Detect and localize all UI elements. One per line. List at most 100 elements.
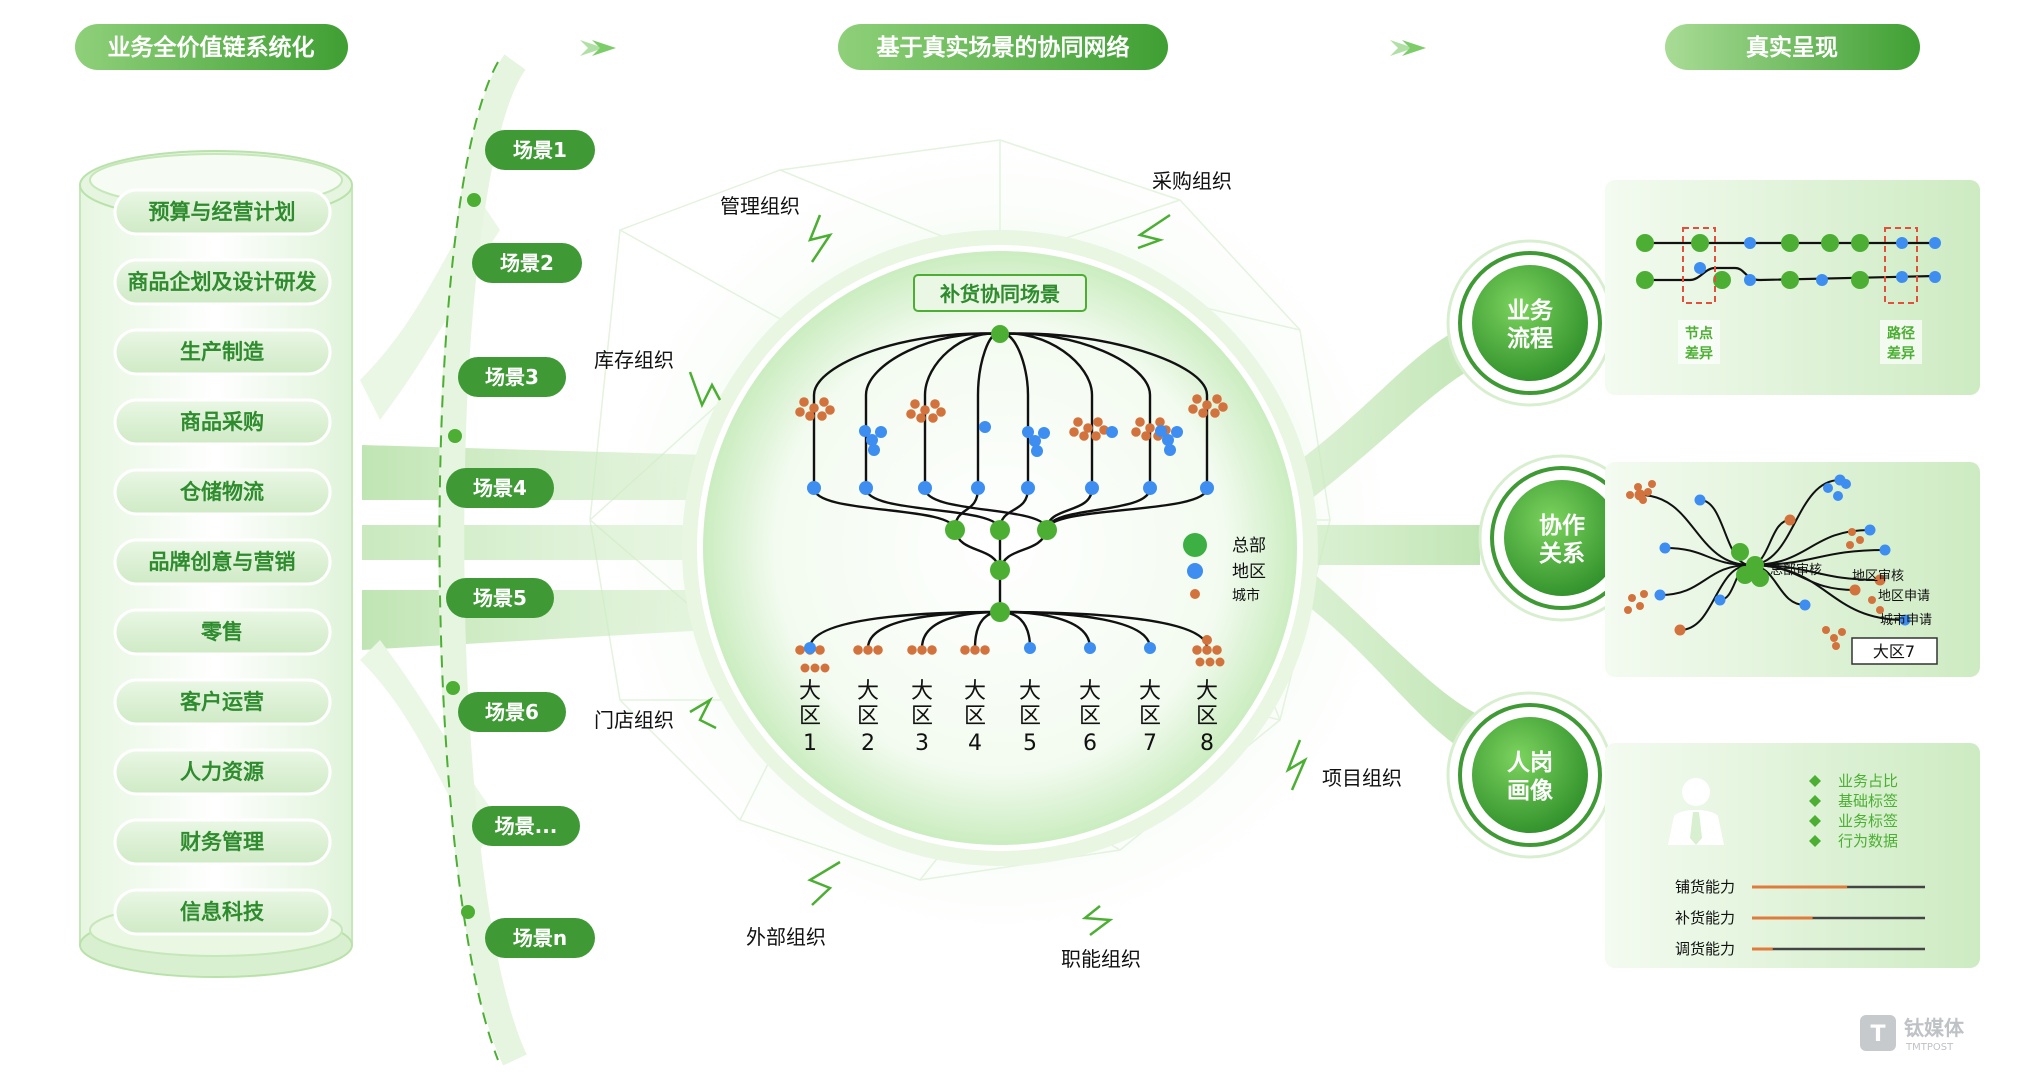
org-label: 门店组织 — [594, 708, 674, 732]
svg-text:大: 大 — [799, 679, 821, 704]
region-node — [918, 481, 932, 495]
svg-text:大: 大 — [1019, 679, 1041, 704]
org-project: 项目组织 — [1285, 739, 1402, 791]
value-chain-label: 商品企划及设计研发 — [128, 270, 318, 294]
region-node — [1084, 642, 1096, 654]
region-label: 大区1 — [799, 679, 821, 756]
region-label: 大区3 — [911, 679, 933, 756]
profile-tag: 行为数据 — [1809, 832, 1898, 850]
city-node — [1832, 642, 1840, 650]
region-node — [1744, 237, 1756, 249]
watermark: T 钛媒体 TMTPOST — [1860, 1015, 1965, 1053]
city-node — [1155, 417, 1165, 427]
svg-text:T: T — [1870, 1022, 1885, 1047]
arc-dot — [467, 193, 481, 207]
city-node — [1192, 394, 1202, 404]
profile-tag-label: 基础标签 — [1838, 792, 1898, 810]
scene-pill[interactable]: 场景4 — [446, 468, 554, 508]
scene-pill[interactable]: 场景5 — [446, 578, 554, 618]
city-node — [930, 399, 940, 409]
svg-text:差异: 差异 — [1685, 345, 1713, 362]
header-left-label: 业务全价值链系统化 — [108, 34, 315, 61]
network-nodes — [795, 325, 1228, 673]
city-node — [1131, 427, 1141, 437]
hq-node — [1751, 569, 1769, 587]
scene-pill[interactable]: 场景2 — [472, 243, 582, 283]
value-chain-item: 品牌创意与营销 — [113, 538, 332, 586]
region-label: 大区7 — [1139, 679, 1161, 756]
city-node — [1083, 423, 1093, 433]
city-node — [1628, 594, 1636, 602]
scene-pill[interactable]: 场景1 — [485, 130, 595, 170]
header-center-label: 基于真实场景的协同网络 — [877, 34, 1130, 61]
svg-text:8: 8 — [1200, 731, 1214, 756]
region-label: 大区2 — [857, 679, 879, 756]
region-node — [875, 426, 887, 438]
scene-label: 场景n — [513, 926, 567, 950]
hq-node — [1731, 543, 1749, 561]
hq-node — [1713, 271, 1731, 289]
region-node — [1038, 427, 1050, 439]
scene-pill[interactable]: 场景6 — [458, 692, 566, 732]
scene-pill[interactable]: 场景n — [485, 918, 595, 958]
profile-tag-label: 业务占比 — [1838, 772, 1898, 790]
city-node — [800, 663, 810, 673]
legend-item: 总部 — [1183, 533, 1266, 557]
svg-text:1: 1 — [803, 731, 817, 756]
hq-node — [1851, 271, 1869, 289]
path-diff-label: 路径 差异 — [1880, 320, 1922, 364]
svg-text:路径: 路径 — [1887, 325, 1915, 342]
city-node — [1202, 635, 1212, 645]
watermark-sub: TMTPOST — [1905, 1042, 1954, 1053]
city-node — [1644, 488, 1652, 496]
city-node — [815, 645, 825, 655]
city-node — [1079, 431, 1089, 441]
header-right-label: 真实呈现 — [1746, 34, 1838, 61]
person-icon — [1668, 778, 1724, 845]
city-node — [927, 645, 937, 655]
city-node — [1874, 574, 1886, 586]
hq-node — [945, 520, 965, 540]
city-node — [805, 411, 815, 421]
value-chain-item: 生产制造 — [113, 328, 332, 376]
value-chain-item: 预算与经营计划 — [113, 188, 332, 236]
value-chain-list: 预算与经营计划商品企划及设计研发生产制造商品采购仓储物流品牌创意与营销零售客户运… — [113, 188, 332, 936]
legend-label: 城市 — [1232, 587, 1260, 604]
scene-pill[interactable]: 场景... — [472, 806, 580, 846]
city-node — [1848, 528, 1856, 536]
value-chain-item: 客户运营 — [113, 678, 332, 726]
city-apply-label: 城市申请 — [1880, 612, 1932, 628]
city-node — [970, 645, 980, 655]
city-node — [1215, 657, 1225, 667]
city-node — [1091, 431, 1101, 441]
region-node — [1085, 481, 1099, 495]
city-node — [1205, 657, 1215, 667]
city-node — [980, 645, 990, 655]
city-node — [799, 397, 809, 407]
city-node — [936, 407, 946, 417]
city-node — [1145, 423, 1155, 433]
profile-tag-label: 行为数据 — [1838, 832, 1898, 850]
svg-text:关系: 关系 — [1539, 540, 1585, 567]
arc-dot — [446, 681, 460, 695]
city-node — [1212, 394, 1222, 404]
scene-pill[interactable]: 场景3 — [458, 357, 566, 397]
svg-text:业务: 业务 — [1507, 298, 1554, 324]
diamond-icon — [1809, 775, 1821, 787]
city-node — [1212, 645, 1222, 655]
region-node — [1833, 491, 1843, 501]
center-title-box: 补货协同场景 — [913, 274, 1087, 312]
org-management: 管理组织 — [720, 194, 833, 263]
region-node — [1171, 426, 1183, 438]
profile-tag: 基础标签 — [1809, 792, 1898, 810]
value-chain-label: 生产制造 — [180, 340, 265, 364]
city-node — [907, 645, 917, 655]
zigzag-icon — [807, 214, 833, 263]
value-chain-label: 客户运营 — [180, 690, 264, 714]
center-title: 补货协同场景 — [939, 282, 1060, 306]
region-node — [1744, 274, 1756, 286]
